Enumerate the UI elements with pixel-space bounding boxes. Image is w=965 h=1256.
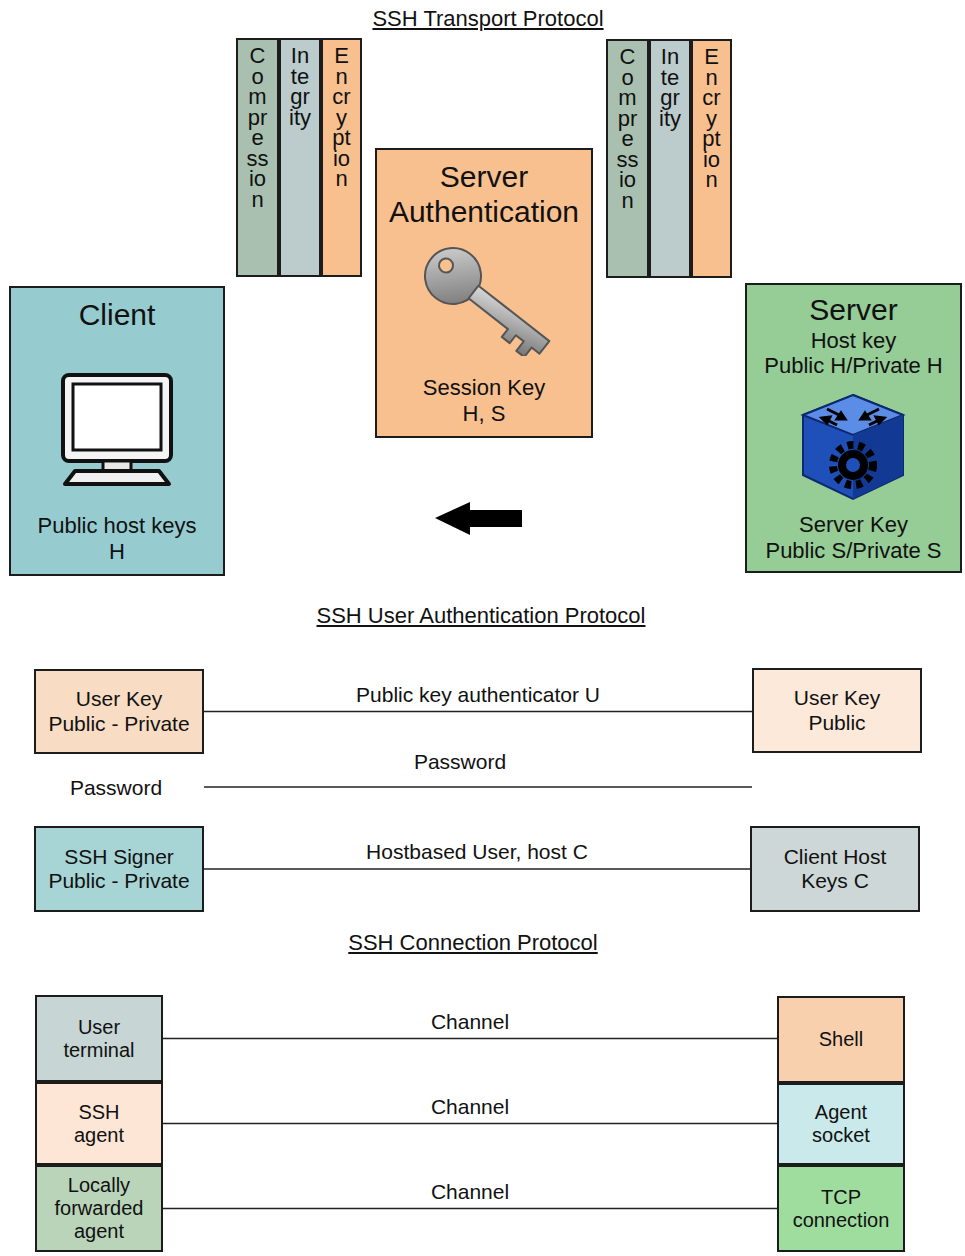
layer-name: Compression [617,47,639,211]
box-text: Agent socket [785,1101,897,1147]
channel-line [204,711,752,713]
box-text: Shell [819,1028,863,1051]
key-icon [419,242,553,356]
computer-icon [57,372,177,488]
layer-column: Encryption [321,38,362,277]
box-text: User terminal [43,1016,155,1062]
line-label: Password [414,750,506,774]
edge-label: Channel [431,1180,509,1204]
box-text: Public - Private [48,712,189,736]
component-box: SSH SignerPublic - Private [34,826,204,912]
box-text: Public S/Private S [765,538,941,563]
component-box: Agent socket [777,1083,905,1165]
box-heading: Server Authentication [377,160,591,229]
edge-label: Channel [431,1010,509,1034]
router-icon [797,391,909,503]
component-box: User KeyPublic - Private [34,669,204,754]
layer-name: Compression [247,46,269,210]
box-text: Client Host Keys C [770,845,900,893]
layer-column: Compression [236,38,279,277]
layer-column: Compression [606,39,649,278]
box-heading: Server [809,293,897,328]
box-text: Public [808,711,865,735]
section-title: SSH User Authentication Protocol [317,603,646,629]
component-box: ServerHost keyPublic H/Private H Server K… [745,283,962,573]
component-box: Client Host Keys C [750,826,920,912]
box-text: TCP connection [785,1186,897,1232]
direction-arrow [435,502,522,535]
box-text: Locally forwarded agent [43,1174,155,1243]
box-heading: User Key [794,686,880,710]
component-box: Shell [777,996,905,1083]
channel-line [204,868,750,870]
box-text: Host key [811,328,897,353]
component-box: Server AuthenticationSession Key H, S [375,148,593,438]
layer-name: Encryption [701,47,723,191]
box-text: Public - Private [48,869,189,893]
box-text: Public host keys H [32,513,202,564]
layer-column: Integrity [649,39,691,278]
box-heading: User Key [76,687,162,711]
box-text: Server Key [799,512,908,537]
layer-name: Integrity [659,47,681,129]
component-box: TCP connection [777,1165,905,1252]
channel-line [163,1038,777,1040]
box-heading: SSH Signer [64,845,174,869]
edge-label: Hostbased User, host C [366,840,588,864]
component-box: Locally forwarded agent [35,1165,163,1252]
layer-name: Integrity [289,46,311,128]
box-heading: Client [79,298,156,333]
password-line [204,786,752,788]
layer-column: Integrity [279,38,321,277]
section-title: SSH Transport Protocol [372,6,603,32]
edge-label: Public key authenticator U [356,683,600,707]
component-box: User KeyPublic [752,668,922,753]
component-box: ClientPublic host keys H [9,286,225,576]
channel-line [163,1123,777,1125]
box-text: Session Key H, S [409,375,559,426]
component-box: User terminal [35,995,163,1082]
box-text: SSH agent [55,1101,143,1147]
box-text: Public H/Private H [764,353,943,378]
component-box: SSH agent [35,1082,163,1165]
auth-method: Password [70,776,162,800]
layer-column: Encryption [691,39,732,278]
layer-name: Encryption [331,46,353,190]
section-title: SSH Connection Protocol [348,930,597,956]
channel-line [163,1208,777,1210]
edge-label: Channel [431,1095,509,1119]
